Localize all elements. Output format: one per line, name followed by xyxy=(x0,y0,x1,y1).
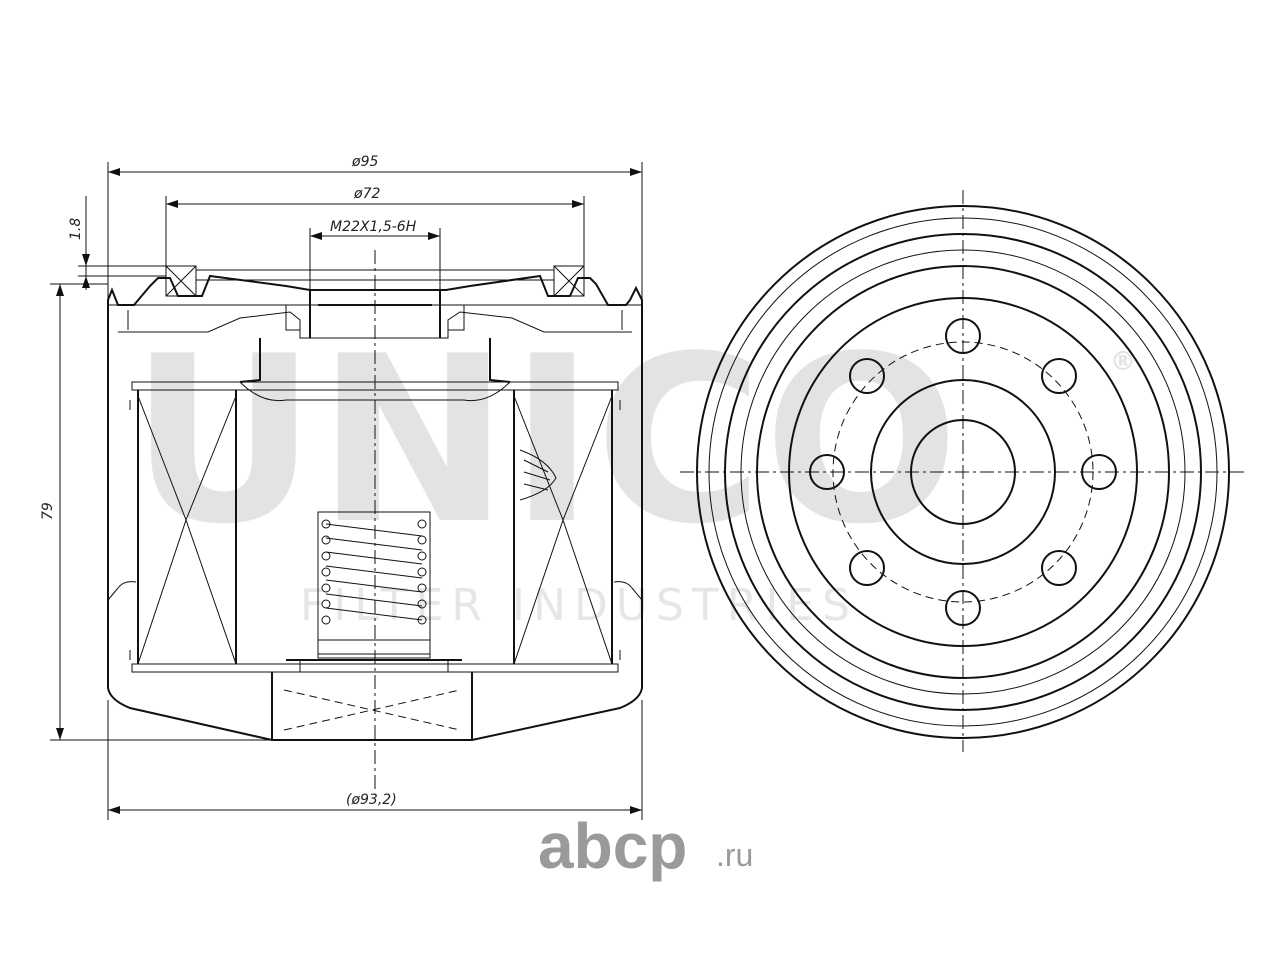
logo-tld: .ru xyxy=(716,837,753,873)
bottom-plug xyxy=(271,659,473,740)
watermark: UNICO FILTER INDUSTRIES ® xyxy=(130,308,1136,631)
gasket-right xyxy=(553,265,585,297)
dim-thread: M22X1,5-6H xyxy=(330,219,417,235)
inlet-hole xyxy=(849,550,885,586)
anti-drain-valve xyxy=(519,449,557,501)
dim-gasket-height: 1.8 xyxy=(68,218,84,240)
top-outer-ring xyxy=(696,205,1230,739)
filter-media-left xyxy=(137,390,237,664)
bypass-valve-body xyxy=(317,511,431,659)
dim-height: 79 xyxy=(40,502,56,520)
top-view xyxy=(680,190,1246,752)
gasket-left xyxy=(165,265,197,297)
base-plate xyxy=(118,311,632,339)
watermark-registered: ® xyxy=(1110,347,1136,377)
watermark-brand: UNICO xyxy=(130,308,959,575)
dimension-lines: ø95 ø72 M22X1,5-6H 1.8 79 (ø93,2) xyxy=(40,154,643,820)
dim-body-diameter: (ø93,2) xyxy=(346,792,397,808)
inlet-hole xyxy=(1041,550,1077,586)
inlet-hole xyxy=(1041,358,1077,394)
bypass-spring xyxy=(321,519,427,625)
dim-gasket-diameter: ø72 xyxy=(353,186,380,202)
filter-media-right xyxy=(513,390,613,664)
bypass-valve-seat xyxy=(317,639,431,655)
abcp-logo: abcp .ru xyxy=(538,810,753,882)
inner-tube-top xyxy=(239,338,511,383)
dim-outer-diameter: ø95 xyxy=(351,154,378,170)
filter-housing xyxy=(107,274,643,741)
inlet-hole xyxy=(849,358,885,394)
side-section-view xyxy=(107,250,643,790)
logo-name: abcp xyxy=(538,810,687,882)
